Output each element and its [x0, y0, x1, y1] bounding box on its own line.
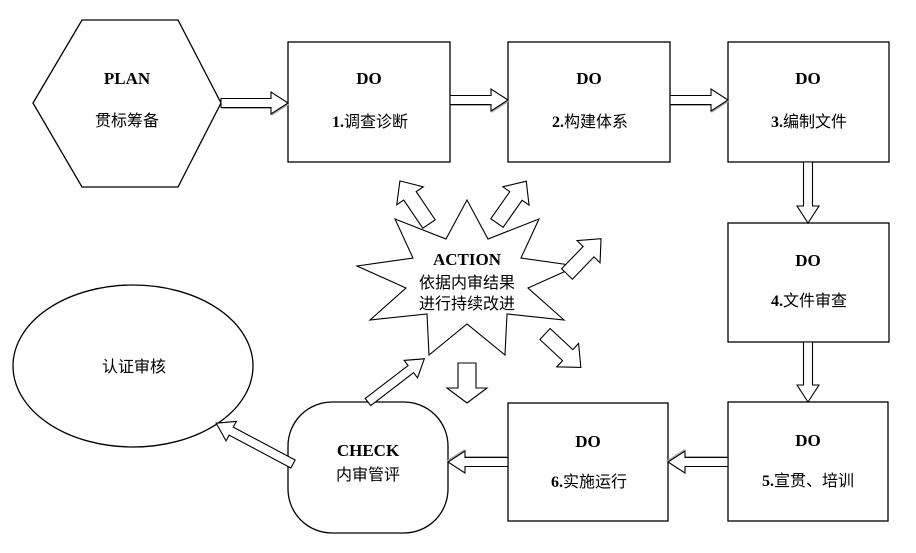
audit-ellipse-shape	[12, 284, 254, 448]
step1-title: DO	[356, 69, 382, 88]
node-step4: DO 4.文件审查	[727, 222, 890, 343]
plan-label: 贯标筹备	[95, 112, 159, 130]
step3-title: DO	[795, 69, 821, 88]
node-step6: DO 6.实施运行	[507, 402, 669, 522]
step6-box-shape	[507, 402, 669, 522]
arrow-action-radiate-up	[490, 180, 530, 229]
action-title: ACTION	[433, 250, 502, 269]
node-step5: DO 5.宣贯、培训	[727, 401, 889, 522]
arrow-step3-to-step4	[795, 161, 821, 225]
arrow-check-to-audit	[215, 420, 296, 469]
arrow-action-radiate-down-right	[539, 327, 582, 368]
step5-label: 5.宣贯、培训	[762, 472, 854, 490]
arrow-plan-to-step1	[220, 90, 290, 116]
arrow-step2-to-step3	[669, 87, 730, 113]
step5-box-shape	[727, 401, 889, 522]
node-audit: 认证审核	[12, 284, 254, 448]
arrow-step1-to-step2	[449, 87, 510, 113]
step4-box-shape	[727, 222, 890, 343]
plan-hexagon-shape	[32, 19, 222, 188]
step2-title: DO	[576, 69, 602, 88]
arrow-step4-to-step5	[795, 341, 821, 404]
action-line1: 依据内审结果	[419, 274, 515, 292]
step4-label: 4.文件审查	[771, 292, 847, 310]
step2-box-shape	[507, 41, 671, 163]
node-step1: DO 1.调查诊断	[287, 41, 451, 163]
step1-box-shape	[287, 41, 451, 163]
check-label: 内审管评	[336, 466, 400, 484]
arrow-step5-to-step6	[666, 449, 729, 475]
step4-title: DO	[795, 251, 821, 270]
action-starburst-shape	[355, 198, 579, 357]
arrow-step6-to-check	[446, 449, 509, 475]
step3-label: 3.编制文件	[771, 113, 847, 131]
arrow-check-to-action	[364, 358, 426, 407]
step6-title: DO	[575, 432, 601, 451]
node-plan: PLAN 贯标筹备	[32, 19, 222, 188]
step6-label: 6.实施运行	[551, 473, 627, 491]
audit-label: 认证审核	[102, 358, 166, 376]
plan-title: PLAN	[104, 69, 151, 88]
arrow-action-radiate-down	[445, 362, 489, 404]
step1-label: 1.调查诊断	[332, 113, 408, 131]
arrow-action-radiate-up-left	[396, 180, 436, 229]
step5-title: DO	[795, 431, 821, 450]
node-check: CHECK 内审管评	[287, 401, 449, 534]
step3-box-shape	[727, 41, 890, 163]
arrow-action-radiate-right-up	[560, 238, 602, 280]
node-action: ACTION 依据内审结果 进行持续改进	[355, 198, 579, 357]
node-step2: DO 2.构建体系	[507, 41, 671, 163]
step2-label: 2.构建体系	[552, 113, 628, 131]
check-title: CHECK	[337, 441, 400, 460]
action-line2: 进行持续改进	[419, 295, 515, 313]
node-step3: DO 3.编制文件	[727, 41, 890, 163]
